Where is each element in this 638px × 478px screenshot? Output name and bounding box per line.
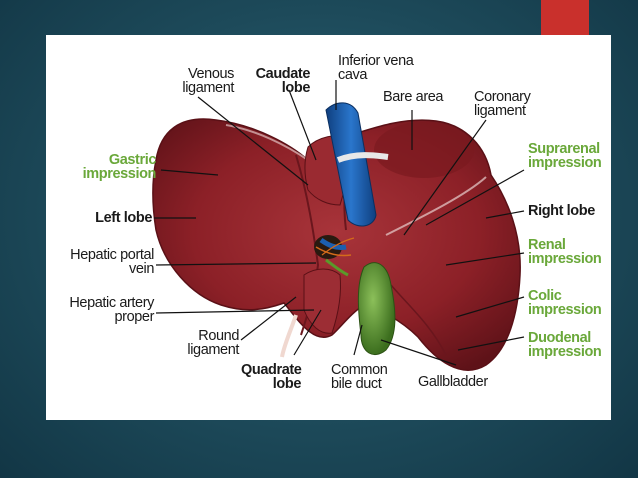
label-coronary-ligament: Coronary ligament	[474, 89, 531, 119]
label-round-ligament: Round ligament	[187, 328, 239, 358]
label-renal-impression: Renal impression	[528, 237, 602, 267]
bare-area-shape	[374, 122, 474, 178]
inferior-vena-cava-shape	[325, 102, 377, 227]
label-hepatic-portal-vein: Hepatic portal vein	[70, 247, 154, 277]
label-common-bile-duct: Common bile duct	[331, 362, 388, 392]
gallbladder-shape	[357, 262, 396, 355]
label-suprarenal-impression: Suprarenal impression	[528, 141, 602, 171]
label-gastric-impression: Gastric impression	[82, 152, 157, 182]
diagram-card: Venous ligament Caudate lobe Inferior ve…	[46, 35, 611, 420]
liver-illustration	[152, 80, 525, 371]
label-caudate-lobe: Caudate lobe	[255, 66, 311, 96]
label-inferior-vena-cava: Inferior vena cava	[338, 53, 414, 83]
label-left-lobe: Left lobe	[95, 210, 152, 226]
label-venous-ligament: Venous ligament	[182, 66, 234, 96]
label-gallbladder: Gallbladder	[418, 374, 488, 390]
label-colic-impression: Colic impression	[528, 288, 602, 318]
label-bare-area: Bare area	[383, 89, 444, 105]
label-quadrate-lobe: Quadrate lobe	[241, 362, 302, 392]
label-hepatic-artery-proper: Hepatic artery proper	[69, 295, 154, 325]
label-duodenal-impression: Duodenal impression	[528, 330, 602, 360]
quadrate-lobe-shape	[303, 268, 341, 334]
leader-lines	[154, 80, 525, 366]
accent-bar	[541, 0, 589, 35]
label-right-lobe: Right lobe	[528, 203, 595, 219]
